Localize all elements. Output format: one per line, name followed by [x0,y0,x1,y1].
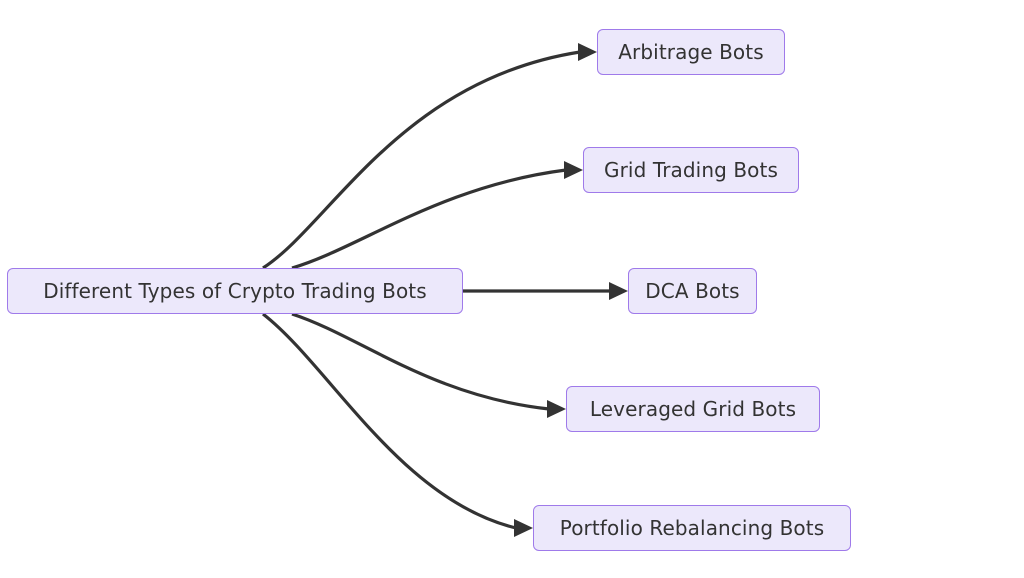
node-leveraged-grid-bots-label: Leveraged Grid Bots [589,397,797,421]
arrow-head-icon [547,400,566,418]
node-portfolio-rebalancing-bots-label: Portfolio Rebalancing Bots [559,516,825,540]
arrow-head-icon [564,161,583,179]
edge-root-to-grid [291,161,583,270]
node-root[interactable]: Different Types of Crypto Trading Bots [7,268,463,314]
edge-root-to-leveraged [291,312,566,418]
edge-root-to-portfolio [262,312,533,537]
node-leveraged-grid-bots[interactable]: Leveraged Grid Bots [566,386,820,432]
arrow-head-icon [609,282,628,300]
node-dca-bots[interactable]: DCA Bots [628,268,757,314]
node-arbitrage-bots-label: Arbitrage Bots [618,40,764,64]
node-grid-trading-bots[interactable]: Grid Trading Bots [583,147,799,193]
node-grid-trading-bots-label: Grid Trading Bots [604,158,778,182]
node-portfolio-rebalancing-bots[interactable]: Portfolio Rebalancing Bots [533,505,851,551]
arrow-head-icon [578,43,597,61]
node-root-label: Different Types of Crypto Trading Bots [43,279,427,303]
edge-root-to-dca [463,282,628,300]
edge-root-to-arbitrage [262,43,597,270]
node-dca-bots-label: DCA Bots [645,279,740,303]
node-arbitrage-bots[interactable]: Arbitrage Bots [597,29,785,75]
arrow-head-icon [514,519,533,537]
